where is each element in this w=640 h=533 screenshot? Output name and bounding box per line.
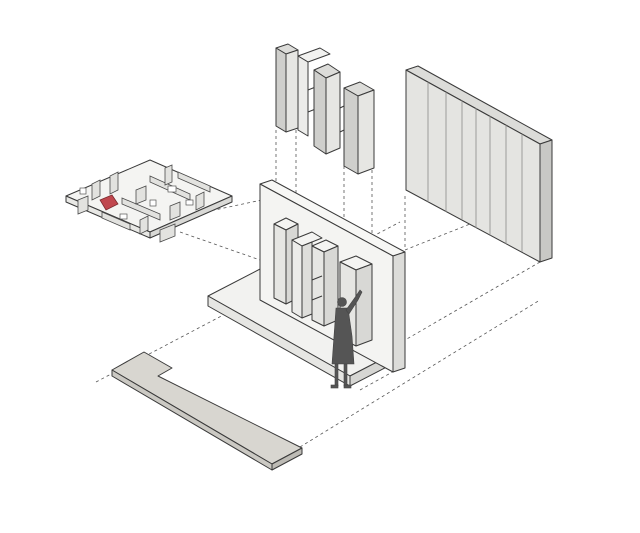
human-figure bbox=[330, 289, 363, 389]
sliding-panel-wall bbox=[405, 65, 553, 263]
base-counter-slab bbox=[111, 351, 303, 471]
highlighted-room bbox=[99, 194, 119, 211]
upper-shelving-units bbox=[275, 43, 375, 175]
projection-lines bbox=[95, 130, 541, 448]
shelving-wall-assembly bbox=[207, 179, 406, 387]
floor-plan-key bbox=[65, 159, 233, 243]
